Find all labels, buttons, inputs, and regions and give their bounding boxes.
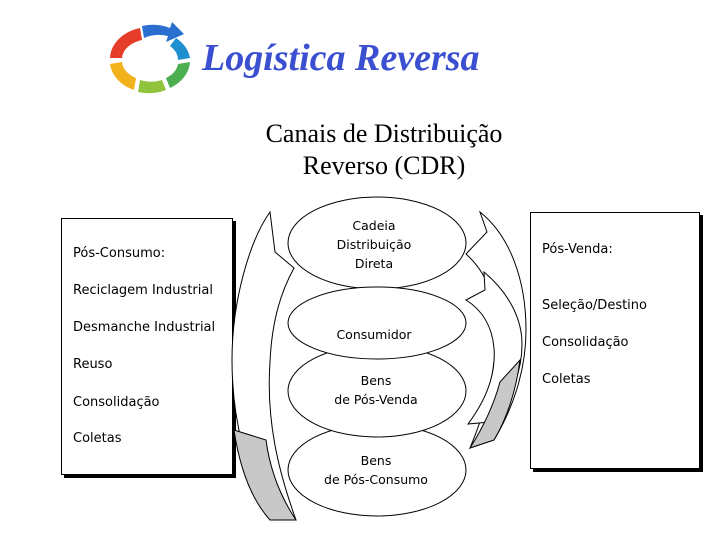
logo-segment-blue <box>142 22 184 42</box>
pos-venda-item: Consolidação <box>542 335 629 350</box>
right-return-arrow-shadow <box>468 358 521 449</box>
ellipse-bens-pos-consumo <box>287 423 467 517</box>
cadeia-label-line-1: Cadeia <box>352 218 395 233</box>
pos-consumo-item: Consolidação <box>73 395 160 410</box>
pos-venda-item: Seleção/Destino <box>542 298 647 313</box>
pos-consumo-item: Reciclagem Industrial <box>73 283 213 298</box>
cadeia-label-line-2: Distribuição <box>337 237 412 252</box>
page-subtitle: Canais de Distribuição Reverso (CDR) <box>0 118 720 182</box>
subtitle-line-1: Canais de Distribuição <box>265 119 503 148</box>
pos-consumo-item: Reuso <box>73 357 113 372</box>
cycle-logo-icon <box>110 22 190 94</box>
pos-consumo-box: Pós-Consumo: Reciclagem Industrial Desma… <box>61 218 233 475</box>
pos-consumo-item: Coletas <box>73 431 122 446</box>
pos-venda-heading: Pós-Venda: <box>542 242 613 257</box>
cadeia-label-line-3: Direta <box>355 256 393 271</box>
consumidor-label: Consumidor <box>336 327 412 342</box>
page-title: Logística Reversa <box>202 37 480 79</box>
ellipse-consumidor <box>287 286 467 360</box>
pos-consumo-item: Desmanche Industrial <box>73 320 216 335</box>
pos-venda-label-line-1: Bens <box>361 373 392 388</box>
pos-consumo-heading: Pós-Consumo: <box>73 246 166 261</box>
subtitle-line-2: Reverso (CDR) <box>302 151 466 180</box>
pos-venda-box: Pós-Venda: Seleção/Destino Consolidação … <box>530 212 700 469</box>
left-return-arrow-shadow <box>233 429 297 521</box>
logo-segment-orange <box>110 62 136 90</box>
pos-venda-label-line-2: de Pós-Venda <box>334 392 417 407</box>
logo-segment-lime <box>138 80 166 94</box>
logo-segment-red <box>110 28 142 58</box>
logo-segment-green <box>166 62 190 88</box>
pos-consumo-label-line-2: de Pós-Consumo <box>324 472 428 487</box>
logo-segment-teal <box>170 38 190 60</box>
pos-consumo-label-line-1: Bens <box>361 453 392 468</box>
logo-ring <box>110 22 190 94</box>
pos-venda-item: Coletas <box>542 372 591 387</box>
